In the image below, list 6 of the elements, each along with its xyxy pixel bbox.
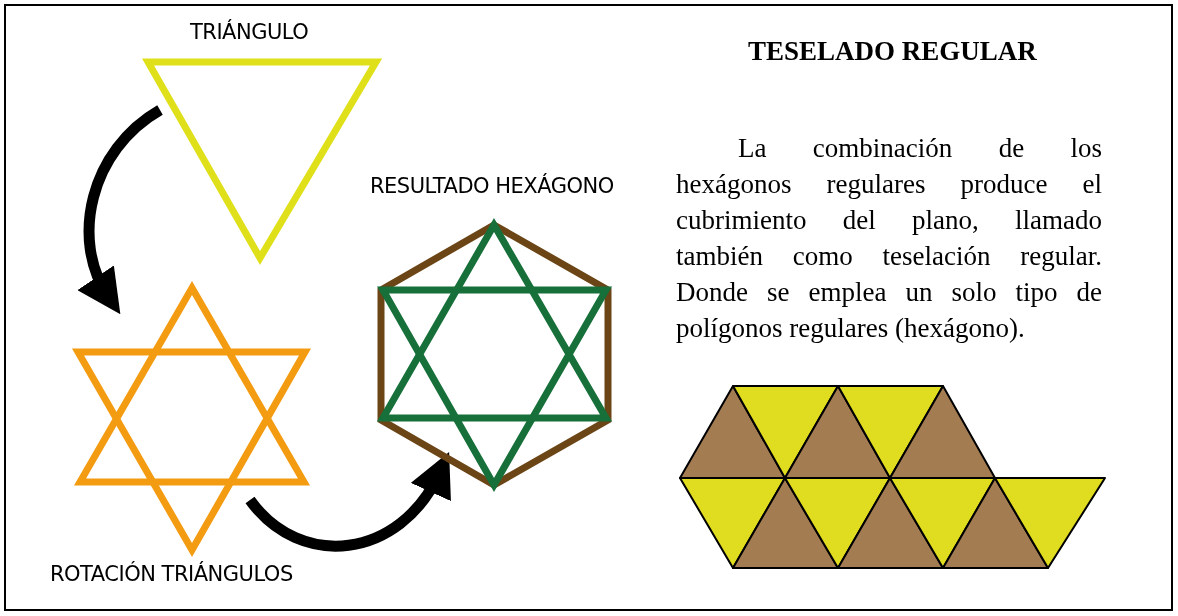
node-label: RESULTADO HEXÁGONO xyxy=(370,174,614,198)
node-label: TRIÁNGULO xyxy=(190,20,309,44)
description-paragraph: La combinación de los hexágonos regulares produce el cubrimiento del plano, llamado también como teselación regular. Donde se emplea un solo tipo de polígonos regulares (hexágono). xyxy=(676,132,1102,345)
node-label: ROTACIÓN TRIÁNGULOS xyxy=(50,562,293,586)
title: TESELADO REGULAR xyxy=(748,36,1037,67)
curved-arrow xyxy=(78,105,164,316)
